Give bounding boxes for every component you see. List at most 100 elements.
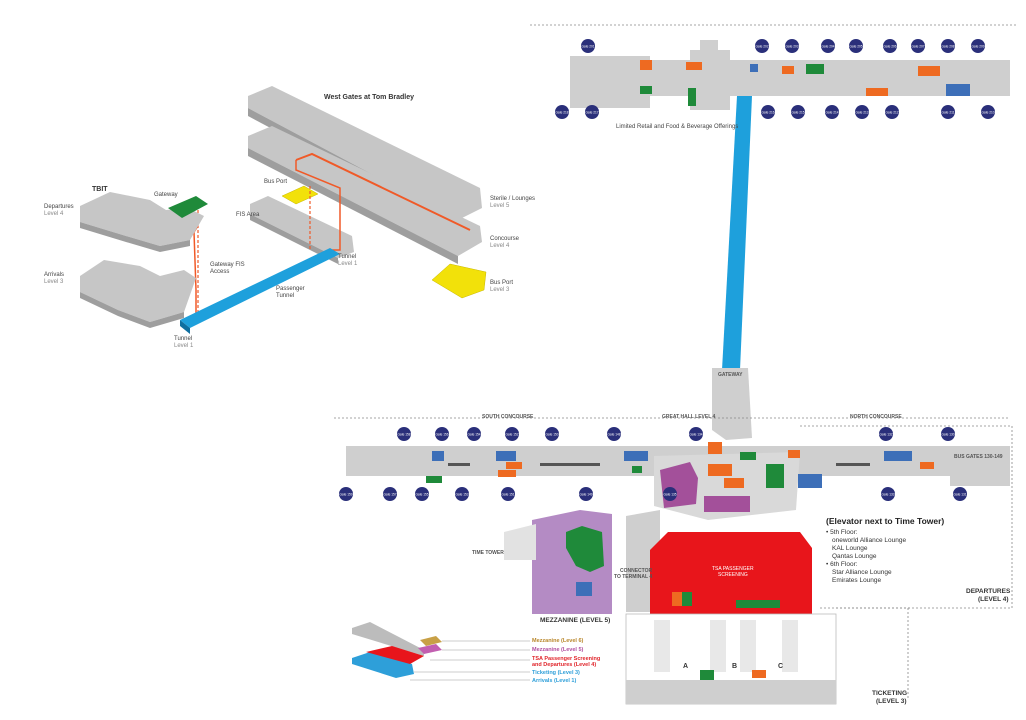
departures-area-label: DEPARTURES — [966, 588, 1011, 595]
departures-level: Level 4 — [44, 211, 64, 217]
gate-badge[interactable] — [383, 487, 397, 501]
gate-badge[interactable] — [663, 487, 677, 501]
gate-badge[interactable] — [825, 105, 839, 119]
bus-gates-label: BUS GATES 130-149 — [954, 454, 1003, 460]
gate-badge[interactable] — [415, 487, 429, 501]
gate-badge-label: Gate 211 — [942, 111, 955, 115]
sterile-label: Sterile / Lounges — [490, 196, 536, 202]
gate-badge[interactable] — [881, 487, 895, 501]
gate-badge[interactable] — [505, 427, 519, 441]
gate-badge-label: Gate 155 — [415, 493, 428, 497]
ticketing-level: (LEVEL 3) — [876, 698, 907, 705]
tsa-area — [626, 425, 1013, 614]
gate-badge[interactable] — [581, 39, 595, 53]
gate-badge[interactable] — [953, 487, 967, 501]
gate-badge[interactable] — [941, 427, 955, 441]
gate-badge[interactable] — [501, 487, 515, 501]
arrivals-label: Arrivals — [44, 272, 65, 278]
passenger-tunnel — [180, 248, 340, 328]
gate-badge[interactable] — [879, 427, 893, 441]
overview-diagram — [80, 86, 487, 334]
gate-badge[interactable] — [555, 105, 569, 119]
gate-badge[interactable] — [761, 105, 775, 119]
floor5-item: KAL Lounge — [832, 545, 868, 552]
fis-area-slab — [250, 196, 354, 264]
limited-retail-label: Limited Retail and Food & Beverage Offer… — [616, 124, 739, 130]
gate-badge[interactable] — [585, 105, 599, 119]
gate-badge[interactable] — [885, 105, 899, 119]
departures-label: Departures — [44, 204, 74, 210]
elevator-info-title: (Elevator next to Time Tower) — [826, 516, 945, 526]
floor5-item: oneworld Alliance Lounge — [832, 537, 907, 544]
gate-badge-label: Gate 217 — [585, 111, 598, 115]
sterile-level: Level 5 — [490, 203, 510, 209]
gate-badge-label: Gate 216 — [761, 111, 774, 115]
gate-badge[interactable] — [855, 105, 869, 119]
tunnel-left-label: Tunnel — [174, 336, 193, 342]
gate-badge[interactable] — [849, 39, 863, 53]
gate-badge-label: Gate 201 — [581, 45, 594, 49]
gate-badge[interactable] — [941, 39, 955, 53]
gate-badge-label: Gate 159 — [339, 493, 352, 497]
gateway-green — [168, 196, 208, 218]
arrivals-level: Level 3 — [44, 279, 64, 285]
gate-badge-label: Gate 133 — [881, 493, 894, 497]
floor6-item: Emirates Lounge — [832, 577, 882, 584]
gate-badge[interactable] — [397, 427, 411, 441]
row-a: A — [683, 663, 689, 670]
gate-badge[interactable] — [689, 427, 703, 441]
gate-badge-label: Gate 134 — [689, 433, 702, 437]
connector-label: CONNECTOR — [620, 568, 653, 574]
gate-badge-label: Gate 130 — [941, 433, 954, 437]
gate-badge[interactable] — [883, 39, 897, 53]
bus-port-bottom — [431, 263, 487, 299]
gate-badge-label: Gate 158 — [397, 433, 410, 437]
gate-badge-label: Gate 152 — [505, 433, 518, 437]
gate-badge-label: Gate 218 — [555, 111, 568, 115]
gateway-fis-label: Gateway FIS — [210, 262, 245, 268]
gate-badge-label: Gate 208 — [941, 45, 954, 49]
legend-tsa2: and Departures (Level 4) — [532, 662, 597, 668]
gate-badge-label: Gate 202 — [755, 45, 768, 49]
tunnel-left-level: Level 1 — [174, 343, 194, 349]
gate-badge-label: Gate 135 — [663, 493, 676, 497]
gate-badge-label: Gate 213 — [855, 111, 868, 115]
great-hall-label: GREAT HALL LEVEL 4 — [662, 414, 716, 420]
tunnel-right-label: Tunnel — [338, 254, 357, 260]
gate-badge[interactable] — [911, 39, 925, 53]
gateway-walkway-label: GATEWAY — [718, 372, 743, 378]
gate-badge[interactable] — [467, 427, 481, 441]
legend-arrivals: Arrivals (Level 1) — [532, 678, 577, 684]
gate-badge-label: Gate 157 — [383, 493, 396, 497]
gate-badge[interactable] — [821, 39, 835, 53]
time-tower-label: TIME TOWER — [472, 550, 504, 556]
floor5-label: • 5th Floor: — [826, 529, 858, 536]
gate-badge[interactable] — [981, 105, 995, 119]
legend-mezz6: Mezzanine (Level 6) — [532, 638, 584, 644]
bus-port-bottom-level: Level 3 — [490, 287, 510, 293]
gate-badge-label: Gate 210 — [981, 111, 994, 115]
gate-badge[interactable] — [755, 39, 769, 53]
gate-badge[interactable] — [971, 39, 985, 53]
gate-badge-label: Gate 209 — [971, 45, 984, 49]
gate-badge[interactable] — [455, 487, 469, 501]
gate-badge[interactable] — [607, 427, 621, 441]
gate-badge-label: Gate 206 — [883, 45, 896, 49]
gate-badge[interactable] — [339, 487, 353, 501]
gate-badge[interactable] — [435, 427, 449, 441]
elevator-info: (Elevator next to Time Tower) • 5th Floo… — [826, 516, 1006, 585]
bus-port-top — [281, 185, 319, 205]
gate-badge[interactable] — [579, 487, 593, 501]
gate-badge[interactable] — [791, 105, 805, 119]
ticketing-label: TICKETING — [872, 690, 908, 697]
gate-badge[interactable] — [545, 427, 559, 441]
gate-badge-label: Gate 153 — [455, 493, 468, 497]
gate-badge[interactable] — [941, 105, 955, 119]
west-gates-title: West Gates at Tom Bradley — [324, 94, 414, 101]
gate-badge-label: Gate 214 — [825, 111, 838, 115]
gate-badge[interactable] — [785, 39, 799, 53]
level-legend-diagram — [352, 622, 530, 681]
north-concourse-label: NORTH CONCOURSE — [850, 414, 902, 420]
